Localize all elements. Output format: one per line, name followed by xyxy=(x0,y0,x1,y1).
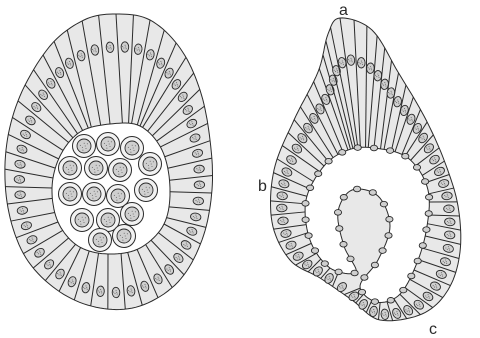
label-b: b xyxy=(258,178,267,195)
fold-cell-nucleus xyxy=(361,275,368,281)
inner-cell-nucleus xyxy=(75,213,89,227)
fold-cell-nucleus xyxy=(351,270,358,276)
fold-cell-nucleus xyxy=(321,261,328,267)
fold-cell-nucleus xyxy=(347,256,354,262)
fold-cell-nucleus xyxy=(371,262,378,268)
fold-cell-nucleus xyxy=(302,201,309,207)
fold-cell-nucleus xyxy=(307,185,314,191)
wall-cell-nucleus xyxy=(366,63,374,74)
inner-cell-nucleus xyxy=(89,161,103,175)
right-figure xyxy=(271,18,461,321)
inner-cell-nucleus xyxy=(117,229,131,243)
label-a: a xyxy=(339,2,348,19)
fold-cell-nucleus xyxy=(402,153,409,159)
inner-cell-nucleus xyxy=(93,233,107,247)
fold-cell-nucleus xyxy=(387,298,394,304)
wall-cell-nucleus xyxy=(112,287,120,298)
fold-cell-nucleus xyxy=(340,195,347,201)
fold-cell-nucleus xyxy=(400,287,407,293)
wall-cell-nucleus xyxy=(193,197,204,205)
fold-cell-nucleus xyxy=(335,269,342,275)
inner-cell-nucleus xyxy=(139,183,153,197)
inner-cell-nucleus xyxy=(101,137,115,151)
fold-cell-nucleus xyxy=(354,145,361,151)
fold-cell-nucleus xyxy=(336,226,343,232)
label-c: c xyxy=(429,321,437,338)
fold-cell-nucleus xyxy=(423,227,430,233)
wall-cell-nucleus xyxy=(106,42,114,53)
inner-cell-nucleus xyxy=(63,161,77,175)
fold-cell-nucleus xyxy=(370,145,377,151)
wall-cell-nucleus xyxy=(277,204,287,212)
fold-cell-nucleus xyxy=(419,243,426,249)
fold-cell-nucleus xyxy=(339,150,346,156)
fold-cell-nucleus xyxy=(385,233,392,239)
wall-cell-nucleus xyxy=(15,191,26,199)
fold-cell-nucleus xyxy=(315,171,322,177)
left-figure xyxy=(5,14,213,310)
fold-cell-nucleus xyxy=(422,179,429,185)
wall-cell-nucleus xyxy=(96,286,104,297)
inner-cell-nucleus xyxy=(125,207,139,221)
fold-cell-nucleus xyxy=(379,248,386,254)
inner-cell-nucleus xyxy=(63,187,77,201)
inner-cell-nucleus xyxy=(125,141,139,155)
fold-cell-nucleus xyxy=(334,210,341,216)
fold-cell-nucleus xyxy=(371,299,378,305)
fold-cell-nucleus xyxy=(354,186,361,192)
fold-cell-nucleus xyxy=(387,148,394,154)
fold-cell-nucleus xyxy=(413,165,420,171)
fold-cell-nucleus xyxy=(358,289,365,295)
wall-cell-nucleus xyxy=(194,181,205,189)
fold-cell-nucleus xyxy=(340,242,347,248)
wall-cell-nucleus xyxy=(444,205,455,213)
inner-cell-nucleus xyxy=(143,157,157,171)
fold-cell-nucleus xyxy=(408,273,415,279)
fold-cell-nucleus xyxy=(380,201,387,207)
fold-cell-nucleus xyxy=(302,217,309,223)
inner-cell-nucleus xyxy=(113,163,127,177)
fold-cell-nucleus xyxy=(426,194,433,200)
fold-cell-nucleus xyxy=(311,248,318,254)
inner-cell-nucleus xyxy=(101,213,115,227)
wall-cell-nucleus xyxy=(121,42,129,52)
fold-cell-nucleus xyxy=(386,217,393,223)
fold-cell-nucleus xyxy=(425,211,432,217)
inner-cell-nucleus xyxy=(77,139,91,153)
inner-cell-nucleus xyxy=(111,189,125,203)
fold-cell-nucleus xyxy=(305,233,312,239)
fold-cell-nucleus xyxy=(325,158,332,164)
inner-cell-nucleus xyxy=(87,187,101,201)
fold-cell-nucleus xyxy=(369,190,376,196)
fold-cell-nucleus xyxy=(414,258,421,264)
